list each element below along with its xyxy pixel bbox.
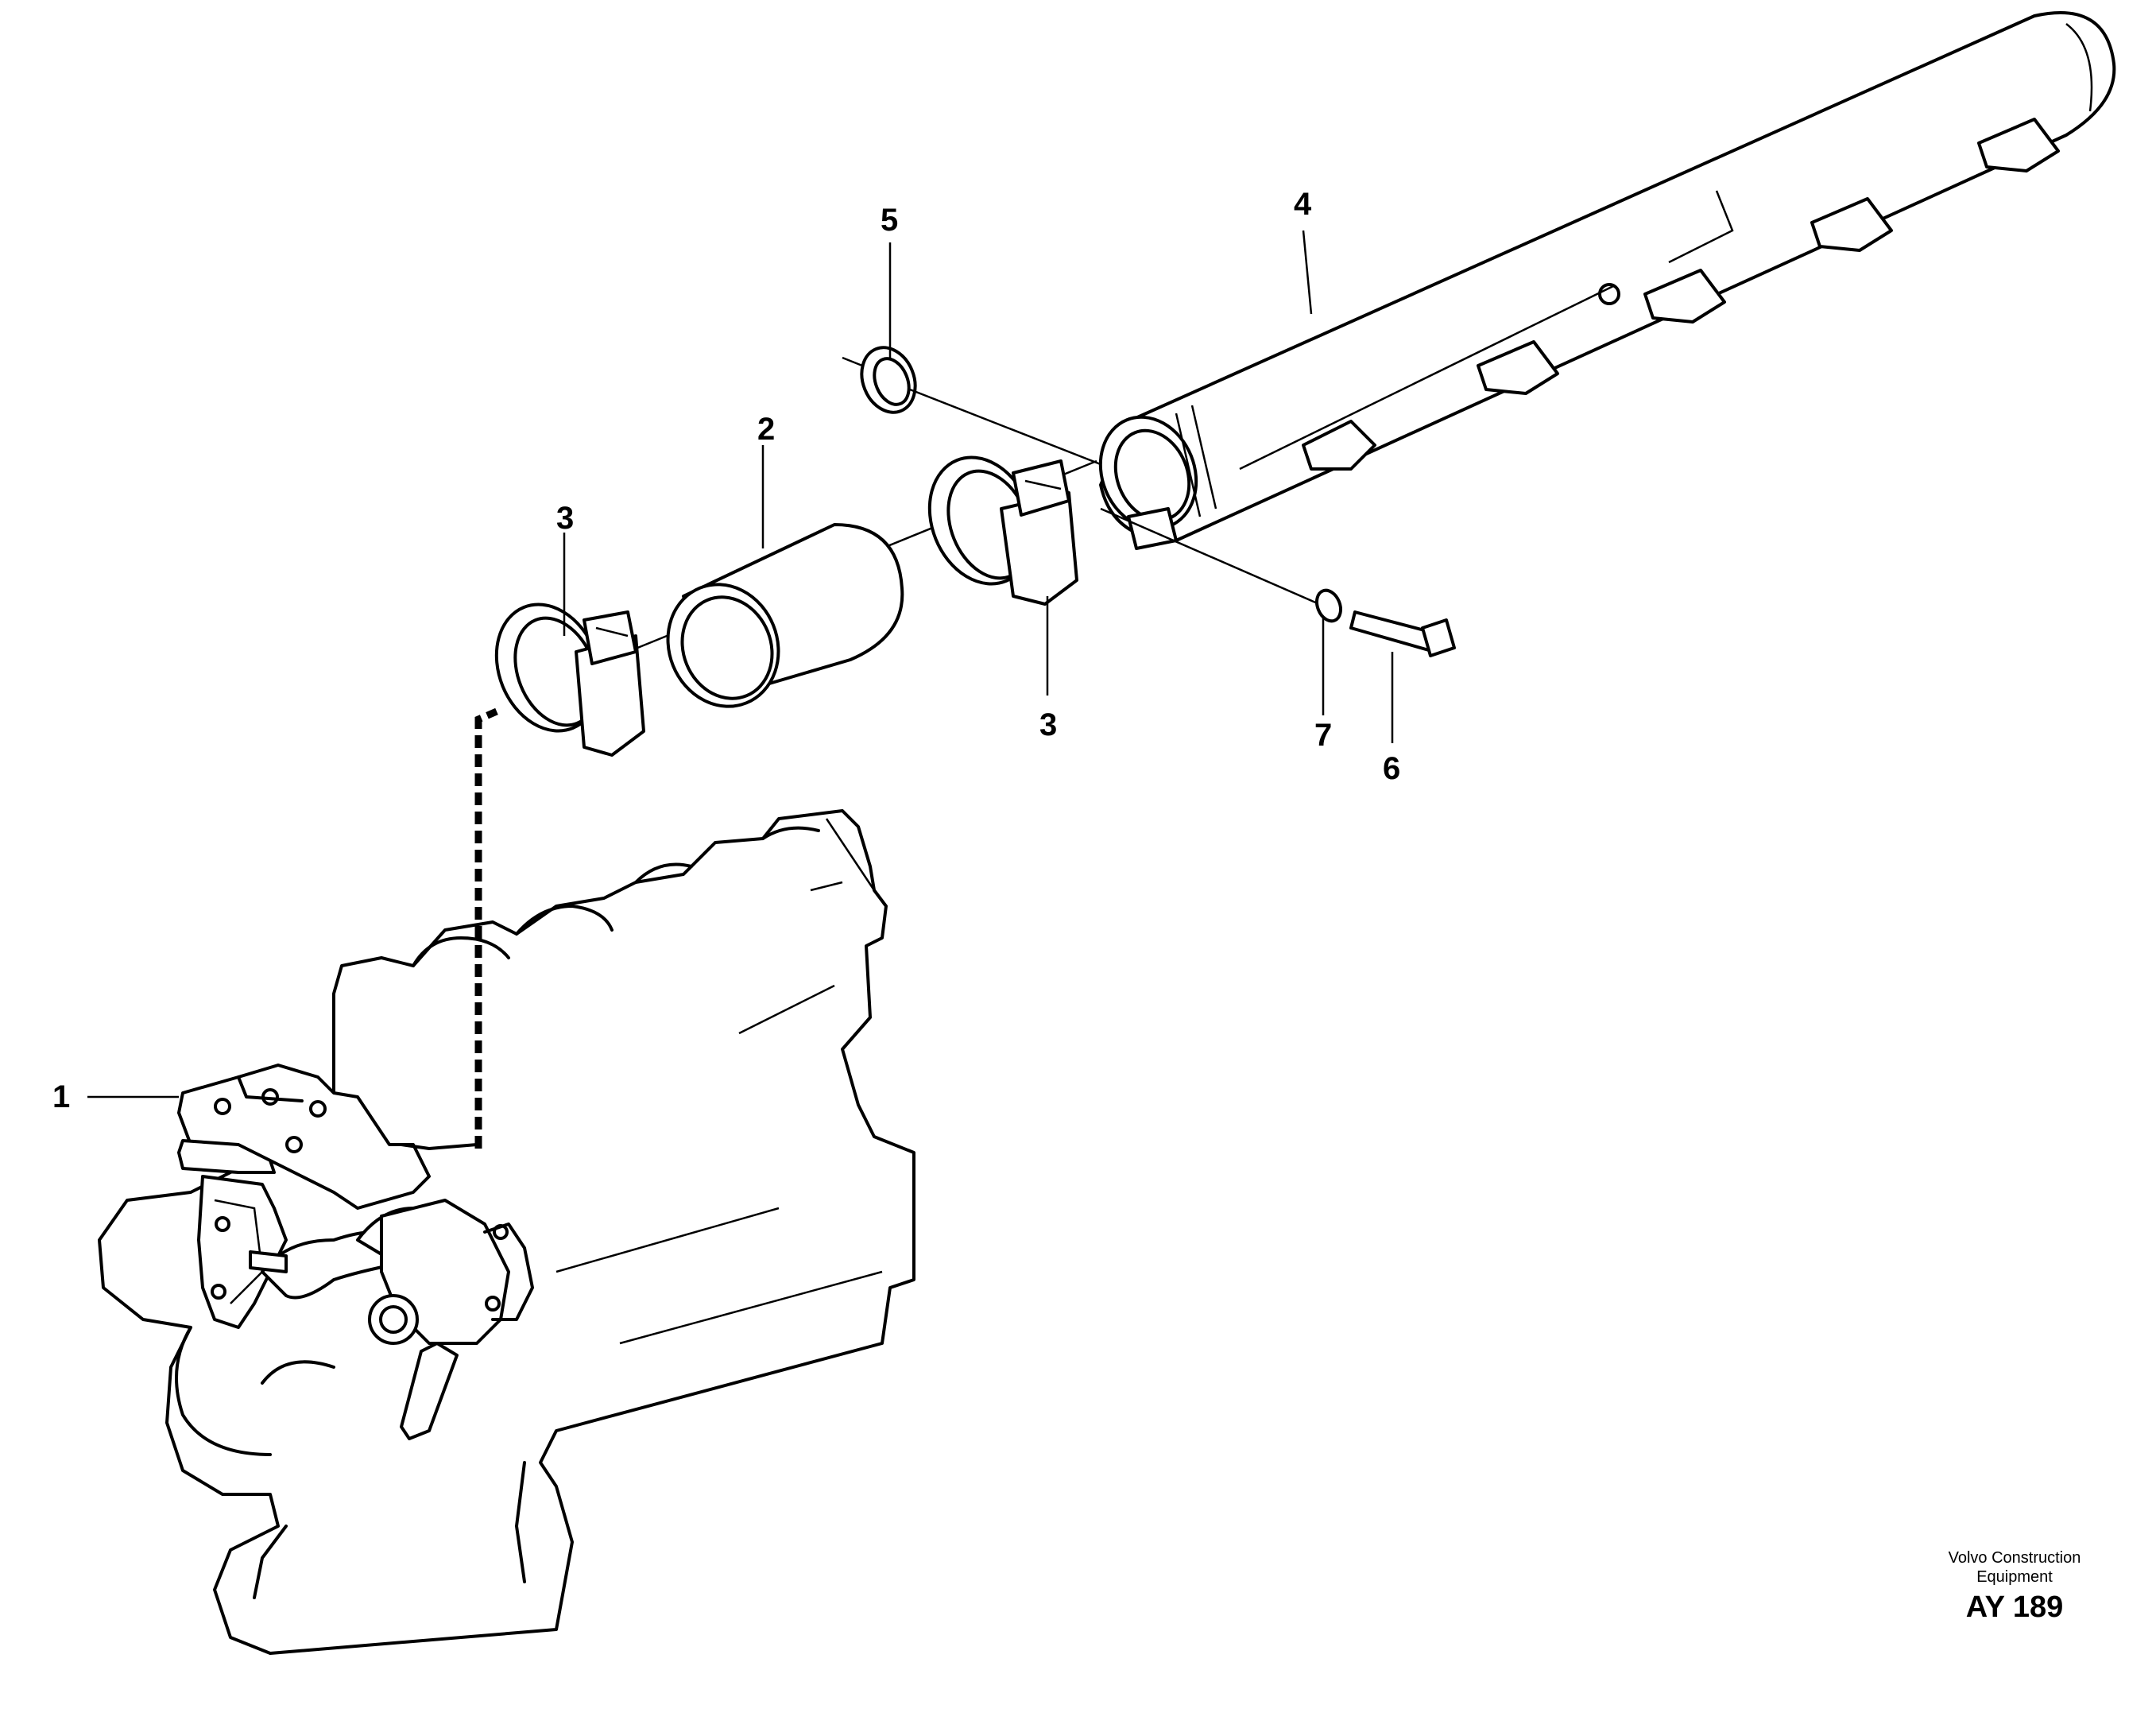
engine-block xyxy=(98,809,915,1655)
clamp-right xyxy=(927,455,1078,606)
figure-code: AY 189 xyxy=(1966,1591,2064,1624)
callout-7: 7 xyxy=(1314,718,1332,753)
leader-lines xyxy=(87,230,1394,1098)
front-plate-pipe xyxy=(400,1143,478,1150)
clamp-left xyxy=(494,603,645,757)
callout-labels: 1 2 3 3 4 5 6 7 xyxy=(52,187,1400,1114)
hose-sleeve xyxy=(666,523,904,708)
brand-block: Volvo Construction Equipment AY 189 xyxy=(1949,1549,2081,1624)
brand-line-2: Equipment xyxy=(1976,1568,2053,1586)
callout-5: 5 xyxy=(881,203,898,238)
assembly-line-dashed xyxy=(474,707,498,1149)
callout-3-right: 3 xyxy=(1039,707,1057,742)
callout-6: 6 xyxy=(1383,751,1400,786)
coolant-pipe xyxy=(1098,11,2116,550)
bolt-assembly xyxy=(1100,507,1456,657)
seal-ring xyxy=(842,346,1113,471)
callout-4: 4 xyxy=(1294,187,1312,222)
callout-1: 1 xyxy=(52,1079,70,1114)
callout-3-left: 3 xyxy=(556,501,574,536)
brand-line-1: Volvo Construction xyxy=(1949,1549,2081,1567)
callout-2: 2 xyxy=(757,412,775,447)
